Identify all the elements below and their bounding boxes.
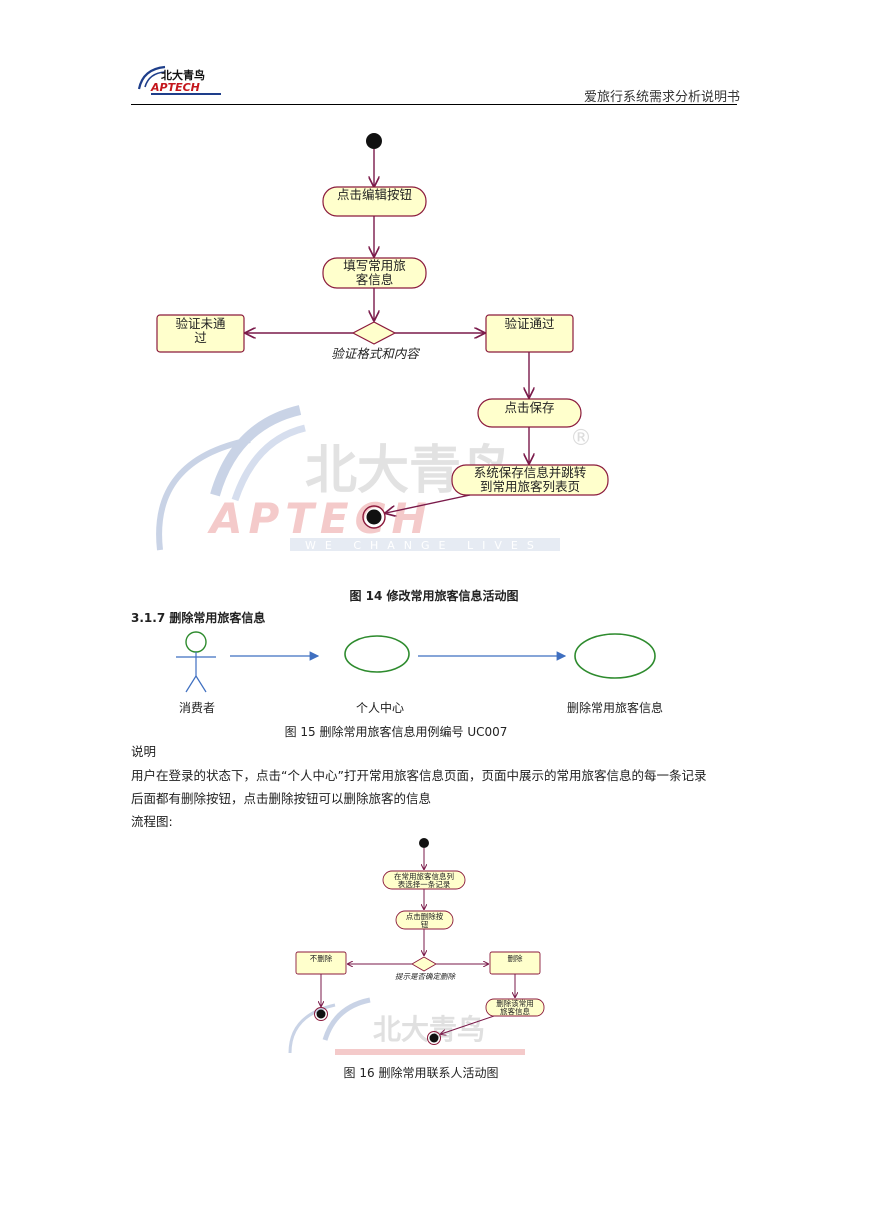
header-rule [131,104,737,105]
decision-confirm [411,956,437,972]
label-select-2: 表选择一条记录 [397,880,451,889]
desc-line-1: 用户在登录的状态下，点击“个人中心”打开常用旅客信息页面，页面中展示的常用旅客信… [131,768,707,783]
label-fill-2: 客信息 [355,272,394,287]
desc-heading: 说明 [131,744,157,759]
node-delete-info [485,998,545,1017]
label-delete-info-2: 旅客信息 [500,1007,530,1016]
activity-diagram-delete [295,838,545,1045]
label-click-save: 点击保存 [504,400,555,415]
end-node [362,505,386,529]
label-sys-2: 到常用旅客列表页 [479,479,580,494]
label-delete: 删除 [507,954,523,963]
caption-figure-15: 图 15 删除常用旅客信息用例编号 UC007 [284,725,508,739]
watermark-en: APTECH [207,494,433,543]
flow-heading: 流程图: [131,814,173,829]
node-system-save [451,464,609,496]
label-uc1: 个人中心 [355,701,404,715]
logo-cn: 北大青鸟 [161,68,205,82]
logo-en: APTECH [150,81,200,94]
usecase-delete-passenger [574,633,656,679]
label-sys-1: 系统保存信息并跳转 [473,465,587,480]
label-pass: 验证通过 [504,316,555,331]
start-node-2 [419,838,429,848]
aptech-logo: 北大青鸟 APTECH [135,63,227,97]
watermark-reg: ® [570,426,592,451]
activity-diagram-edit [156,133,609,529]
actor-icon [176,631,216,693]
label-click-edit: 点击编辑按钮 [336,187,412,202]
desc-line-2: 后面都有删除按钮，点击删除按钮可以删除旅客的信息 [131,791,432,806]
label-fail-2: 过 [194,330,207,345]
decision-validate [351,321,397,345]
start-node [366,133,382,149]
caption-figure-16: 图 16 删除常用联系人活动图 [343,1066,499,1080]
label-uc2: 删除常用旅客信息 [566,701,663,715]
label-click-delete-2: 钮 [420,920,429,929]
doc-title: 爱旅行系统需求分析说明书 [583,90,740,105]
watermark-small-cn: 北大青鸟 [373,1013,485,1046]
label-select-1: 在常用旅客信息列 [394,872,454,881]
label-decision-validate: 验证格式和内容 [331,346,419,361]
usecase-diagram [176,631,656,693]
label-click-delete-1: 点击删除按 [405,912,444,921]
label-fill-1: 填写常用旅 [343,258,406,273]
label-actor: 消费者 [178,701,215,715]
usecase-personal-center [344,635,410,673]
label-fail-1: 验证未通 [175,316,226,331]
end-node-2b [427,1031,441,1045]
end-node-2a [314,1007,328,1021]
caption-figure-14: 图 14 修改常用旅客信息活动图 [349,589,519,603]
section-heading: 3.1.7 删除常用旅客信息 [131,611,266,625]
label-decision-confirm: 提示是否确定删除 [395,972,455,981]
label-delete-info-1: 删除该常用 [496,999,534,1008]
watermark-small: 北大青鸟 [288,997,525,1055]
node-validate-fail [156,314,245,353]
watermark-slogan: WE CHANGE LIVES [305,539,543,552]
label-not-delete: 不删除 [309,954,333,963]
